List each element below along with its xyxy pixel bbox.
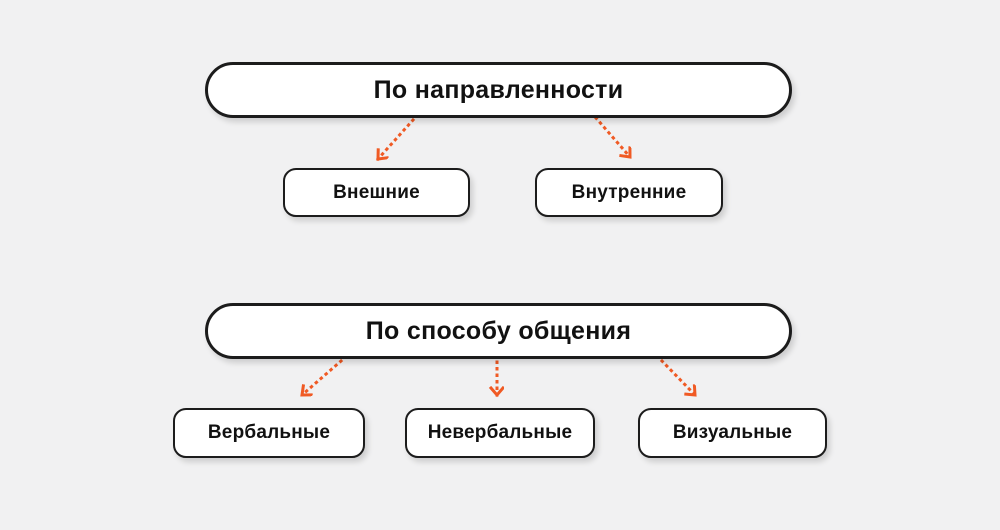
category-box-by-communication-method: По способу общения xyxy=(205,303,792,359)
option-label-external: Внешние xyxy=(333,181,420,203)
option-box-external: Внешние xyxy=(283,168,470,217)
option-box-visual: Визуальные xyxy=(638,408,827,458)
option-box-verbal: Вербальные xyxy=(173,408,365,458)
arrow-method-to-visual xyxy=(659,358,698,398)
category-box-by-direction: По направленности xyxy=(205,62,792,118)
category-label-by-communication-method: По способу общения xyxy=(365,316,632,345)
option-box-internal: Внутренние xyxy=(535,168,723,217)
arrow-direction-to-internal xyxy=(593,115,633,160)
option-box-nonverbal: Невербальные xyxy=(405,408,595,458)
category-label-by-direction: По направленности xyxy=(373,75,624,104)
arrow-direction-to-external xyxy=(375,117,416,162)
option-label-nonverbal: Невербальные xyxy=(427,422,573,443)
option-label-visual: Визуальные xyxy=(672,422,793,443)
option-label-verbal: Вербальные xyxy=(207,422,331,443)
option-label-internal: Внутренние xyxy=(571,181,687,203)
arrow-method-to-verbal xyxy=(299,358,344,398)
